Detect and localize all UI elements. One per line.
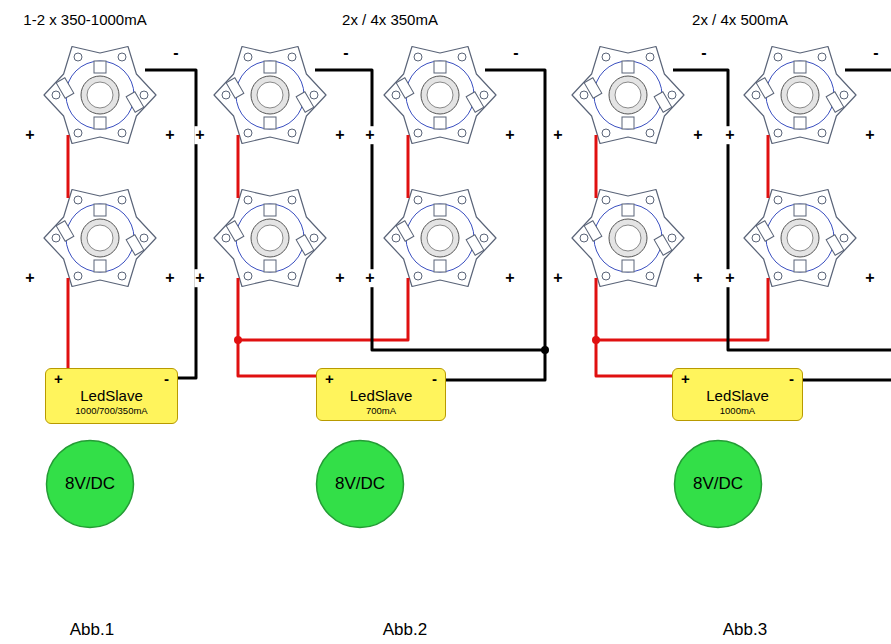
polarity-mark: - <box>512 44 519 62</box>
supply-voltage: 8V/DC <box>335 474 385 494</box>
led-star <box>214 47 326 144</box>
led-star <box>744 47 856 144</box>
led-star <box>572 47 684 144</box>
red-wire <box>238 278 408 340</box>
red-wire <box>238 278 316 376</box>
polarity-mark: + <box>194 269 205 287</box>
led-star <box>214 190 326 287</box>
polarity-mark: + <box>692 269 703 287</box>
polarity-mark: + <box>864 269 875 287</box>
polarity-mark: + <box>552 269 563 287</box>
led-star <box>744 190 856 287</box>
variant-heading: 2x / 4x 350mA <box>342 12 438 29</box>
polarity-mark: + <box>864 126 875 144</box>
polarity-mark: + <box>24 269 35 287</box>
red-wire <box>237 135 240 198</box>
junction-dot <box>541 346 549 354</box>
polarity-mark: + <box>194 126 205 144</box>
circle-shape <box>317 441 404 528</box>
red-wire <box>596 278 672 376</box>
led-star <box>44 47 156 144</box>
polarity-mark: + <box>364 269 375 287</box>
terminal-sign: + <box>681 371 690 387</box>
circle-shape <box>47 441 134 528</box>
red-wire <box>407 135 410 198</box>
red-wire <box>767 135 770 198</box>
polarity-mark: + <box>692 126 703 144</box>
figure-caption: Abb.1 <box>70 621 114 640</box>
black-wire <box>315 70 545 350</box>
led-star <box>44 190 156 287</box>
polarity-mark: + <box>504 269 515 287</box>
terminal-row: +- <box>325 371 437 387</box>
polarity-mark: + <box>164 269 175 287</box>
negative-wires <box>145 70 891 380</box>
driver-current: 1000mA <box>720 405 755 417</box>
polarity-mark: + <box>504 126 515 144</box>
power-circle: 8V/DC <box>673 439 763 529</box>
polarity-mark: + <box>334 126 345 144</box>
junction-dot <box>592 336 600 344</box>
polarity-mark: + <box>724 269 735 287</box>
black-wire <box>145 70 196 378</box>
red-wire <box>595 135 598 198</box>
red-wire <box>596 278 768 340</box>
red-wire <box>67 135 70 198</box>
black-wire <box>673 70 891 350</box>
polarity-mark: + <box>552 126 563 144</box>
terminal-sign: - <box>432 371 437 387</box>
supply-voltage: 8V/DC <box>693 474 743 494</box>
black-wire <box>803 379 891 382</box>
supply-voltage: 8V/DC <box>65 474 115 494</box>
polarity-mark: + <box>334 269 345 287</box>
terminal-sign: - <box>789 371 794 387</box>
terminal-sign: + <box>325 371 334 387</box>
polarity-mark: - <box>172 44 179 62</box>
positive-wires <box>68 135 768 376</box>
junction-dot <box>234 336 242 344</box>
power-circle: 8V/DC <box>45 439 135 529</box>
driver-current: 1000/700/350mA <box>75 405 147 417</box>
polarity-mark: + <box>724 126 735 144</box>
driver-name: LedSlave <box>350 387 413 405</box>
polarity-mark: + <box>164 126 175 144</box>
red-wire <box>67 278 70 368</box>
driver-box: +-LedSlave700mA <box>316 368 446 421</box>
variant-heading: 1-2 x 350-1000mA <box>23 12 146 29</box>
terminal-row: +- <box>681 371 794 387</box>
polarity-mark: + <box>364 126 375 144</box>
terminal-sign: - <box>164 371 169 387</box>
polarity-mark: - <box>342 44 349 62</box>
variant-heading: 2x / 4x 500mA <box>692 12 788 29</box>
driver-name: LedSlave <box>706 387 769 405</box>
driver-name: LedSlave <box>80 387 143 405</box>
led-star <box>384 47 496 144</box>
power-circle: 8V/DC <box>315 439 405 529</box>
led-stars <box>44 47 856 287</box>
driver-box: +-LedSlave1000/700/350mA <box>45 368 178 424</box>
terminal-row: +- <box>54 371 169 387</box>
polarity-mark: - <box>700 44 707 62</box>
driver-current: 700mA <box>366 405 396 417</box>
figure-caption: Abb.2 <box>383 621 427 640</box>
black-wire <box>446 70 545 380</box>
led-star <box>572 190 684 287</box>
terminal-sign: + <box>54 371 63 387</box>
polarity-mark: - <box>872 44 879 62</box>
circle-shape <box>675 441 762 528</box>
figure-caption: Abb.3 <box>723 621 767 640</box>
polarity-mark: + <box>24 126 35 144</box>
driver-box: +-LedSlave1000mA <box>672 368 803 421</box>
led-star <box>384 190 496 287</box>
black-wire <box>845 69 891 72</box>
